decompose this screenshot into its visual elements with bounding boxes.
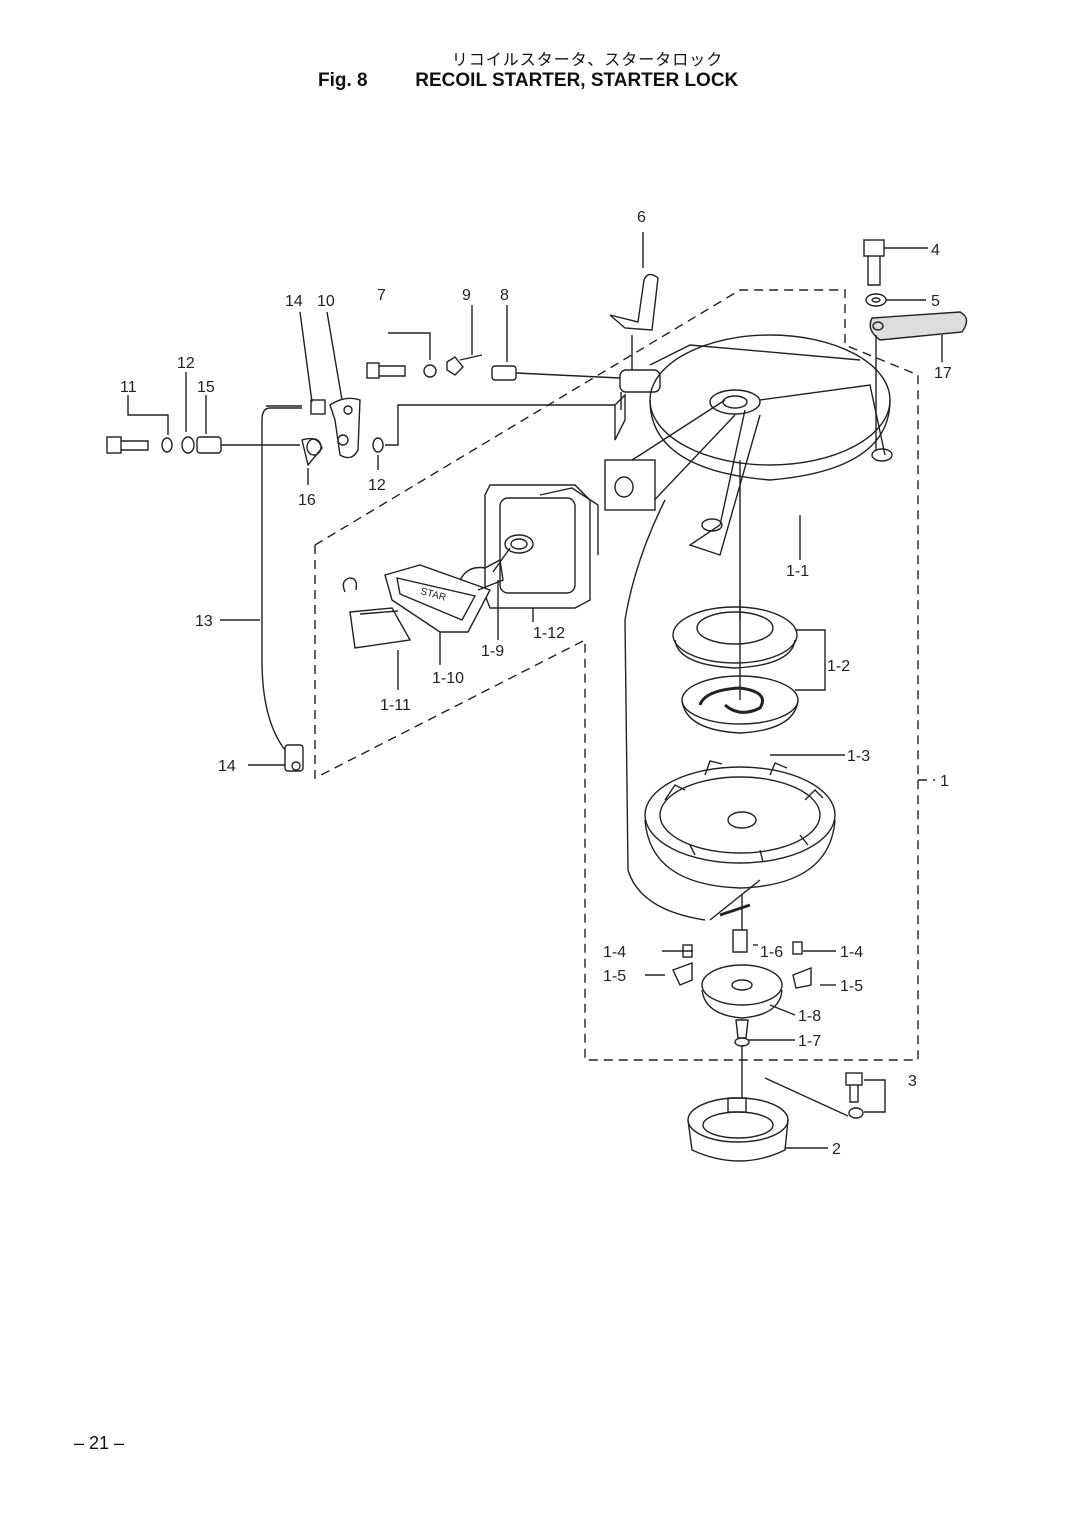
- callout-1-1: 1-1: [786, 563, 809, 580]
- callout-5: 5: [931, 293, 940, 310]
- callout-12-right: 12: [368, 477, 386, 494]
- callout-3: 3: [908, 1073, 917, 1090]
- bolt-4: [863, 239, 968, 450]
- callout-1-4-left: 1-4: [603, 944, 626, 961]
- callout-1-11: 1-11: [380, 697, 411, 714]
- callout-1-5-right: 1-5: [840, 978, 863, 995]
- callout-14-top: 14: [285, 293, 303, 310]
- ratchet-parts: [672, 895, 812, 1100]
- callout-14-bottom: 14: [218, 758, 236, 775]
- starter-reel: [644, 760, 836, 921]
- callout-15: 15: [197, 379, 215, 396]
- handle-housing: [484, 484, 599, 612]
- callout-labels: 6 4 5 17 7 9 8 14 10 11 12 15 12 16 13 1…: [120, 209, 952, 1158]
- figure-number: Fig. 8: [318, 70, 368, 91]
- callout-leaders: [645, 515, 845, 1149]
- callout-1-5-left: 1-5: [603, 968, 626, 985]
- starter-rope: [624, 499, 706, 921]
- title-japanese: リコイルスタータ、スタータロック: [451, 50, 724, 69]
- page-number: – 21 –: [74, 1433, 125, 1453]
- callout-1-9: 1-9: [481, 643, 504, 660]
- callout-9: 9: [462, 287, 471, 304]
- figure-title: Fig. 8 RECOIL STARTER, STARTER LOCK: [318, 70, 738, 92]
- assembly-boundary: [314, 289, 935, 1061]
- callout-13: 13: [195, 613, 213, 630]
- lock-cable: [220, 405, 304, 772]
- callout-12-left: 12: [177, 355, 195, 372]
- callout-1-12: 1-12: [533, 625, 565, 642]
- callout-1-2: 1-2: [827, 658, 850, 675]
- callout-11: 11: [120, 379, 137, 396]
- callout-1-6: 1-6: [760, 944, 783, 961]
- figure-title-text: RECOIL STARTER, STARTER LOCK: [415, 70, 739, 91]
- callout-10: 10: [317, 293, 335, 310]
- callout-1-8: 1-8: [798, 1008, 821, 1025]
- callout-1-10: 1-10: [432, 670, 464, 687]
- callout-2: 2: [832, 1141, 841, 1158]
- lock-lever-6: [609, 232, 661, 410]
- starter-case: [604, 334, 893, 556]
- lock-pin-parts: [366, 305, 621, 381]
- callout-1-4-right: 1-4: [840, 944, 863, 961]
- starter-lock-linkage: [106, 311, 615, 485]
- callout-1: 1: [940, 773, 949, 790]
- callout-7: 7: [377, 287, 386, 304]
- starter-pulley: [687, 1077, 849, 1162]
- callout-6: 6: [637, 209, 646, 226]
- callout-4: 4: [931, 242, 940, 259]
- starter-handle: [342, 547, 534, 690]
- recoil-spring-assembly: [672, 460, 799, 734]
- callout-1-7: 1-7: [798, 1033, 821, 1050]
- callout-8: 8: [500, 287, 509, 304]
- callout-16: 16: [298, 492, 316, 509]
- callout-1-3: 1-3: [847, 748, 870, 765]
- callout-17: 17: [934, 365, 952, 382]
- bolt-3: [845, 1072, 886, 1119]
